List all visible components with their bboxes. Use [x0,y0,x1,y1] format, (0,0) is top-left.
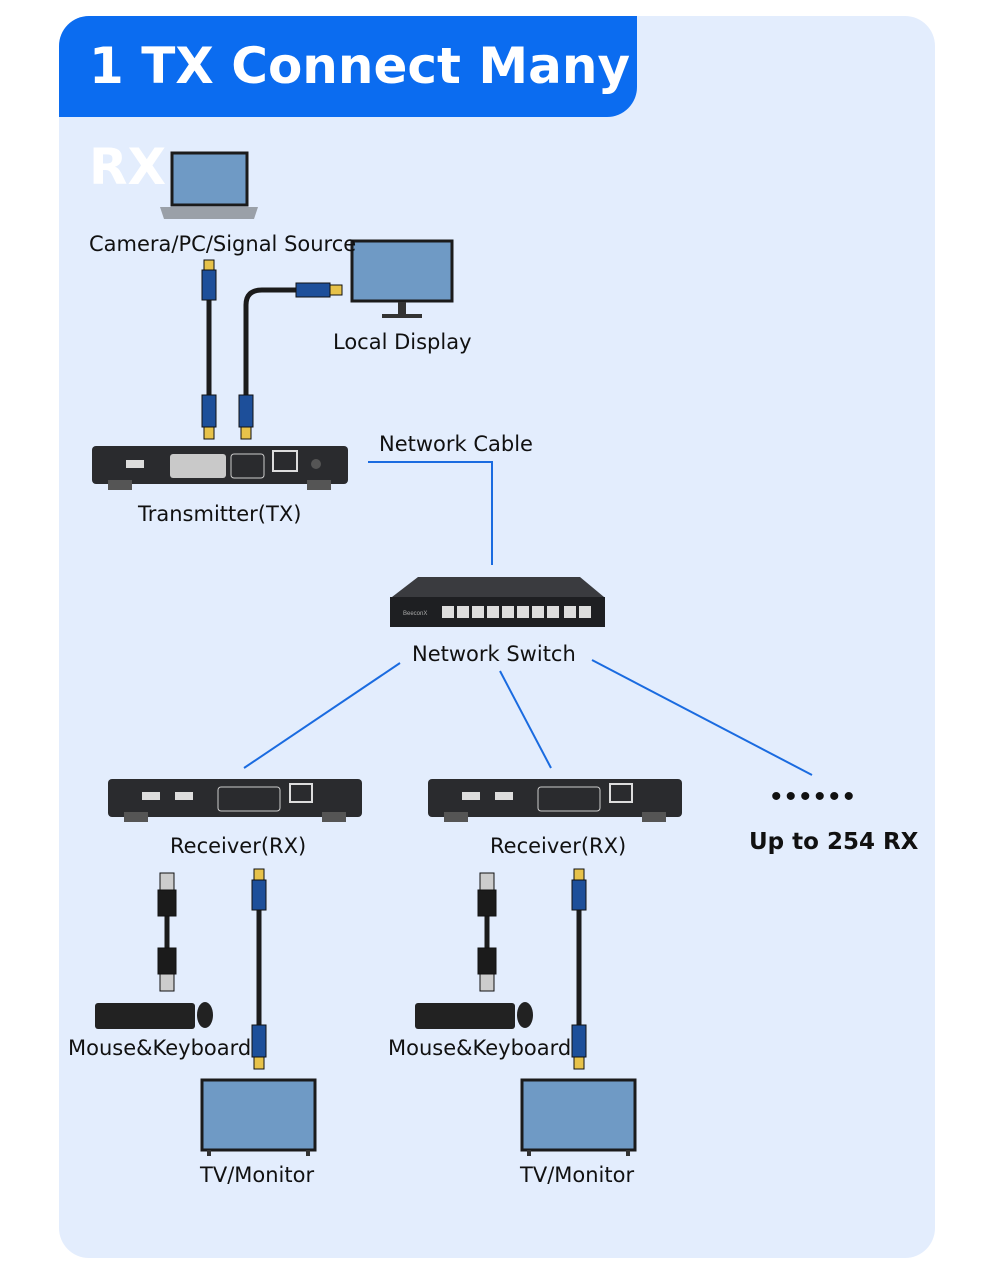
receiver-device [428,779,682,822]
page-title: 1 TX Connect Many RX [59,16,637,196]
transmitter-label: Transmitter(TX) [138,502,302,526]
rx-cables [164,905,582,1030]
receiver-label: Receiver(RX) [490,834,627,858]
tv-monitor-label: TV/Monitor [200,1163,315,1187]
laptop-icon [160,151,258,219]
transmitter-device [92,446,348,490]
tv-monitor-icon [200,1078,317,1156]
mouse-icon [197,1002,213,1028]
mouse-icon [517,1002,533,1028]
link-rx1 [243,662,401,769]
local-display-label: Local Display [333,330,472,354]
diagram-panel [59,16,935,1258]
network-cable-label: Network Cable [379,432,533,456]
keyboard-icon [415,1003,515,1029]
link-more [591,659,813,776]
keyboard-icon [95,1003,195,1029]
hdmi-connectors [201,259,343,440]
keyboards-mice [95,1002,533,1029]
network-cable-line [368,461,493,565]
hdmi-cable-source [206,287,300,400]
link-rx2 [499,670,552,769]
mouse-keyboard-label: Mouse&Keyboard [68,1036,252,1060]
tv-monitor-label: TV/Monitor [520,1163,635,1187]
up-to-254-rx-label: Up to 254 RX [749,829,919,855]
receiver-device [108,779,362,822]
rx-connectors [157,868,587,1070]
switch-brand-logo: BeeconX [403,611,427,617]
mouse-keyboard-label: Mouse&Keyboard [388,1036,572,1060]
receiver-label: Receiver(RX) [170,834,307,858]
tv-monitor-icon [520,1078,637,1156]
more-dots: •••••• [771,780,859,813]
source-label: Camera/PC/Signal Source [89,232,357,256]
switch-label: Network Switch [412,642,576,666]
network-switch-icon: BeeconX [390,577,605,627]
local-display-icon [350,239,454,318]
